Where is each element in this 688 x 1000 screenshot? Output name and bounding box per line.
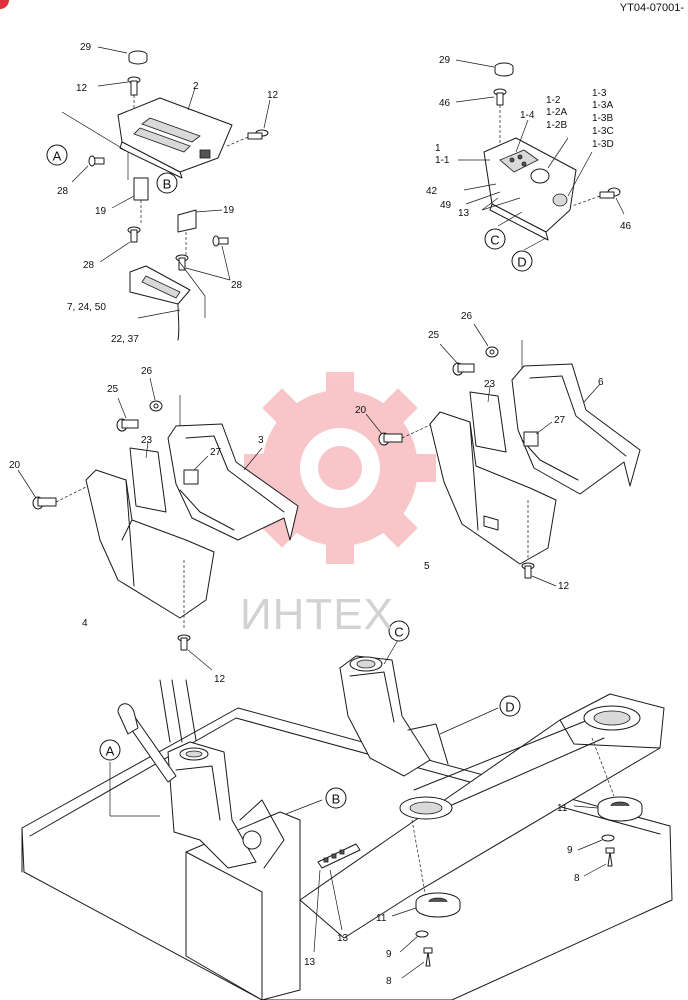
floor-frame-assembly: [21, 639, 673, 1000]
part-label: 1-3C: [592, 126, 614, 137]
svg-text:A: A: [53, 149, 62, 164]
part-label: 8: [574, 873, 580, 884]
part-label: 1-4: [520, 110, 535, 121]
part-label: 49: [440, 200, 452, 211]
svg-text:D: D: [517, 255, 526, 270]
svg-text:C: C: [394, 625, 403, 640]
svg-text:B: B: [163, 177, 172, 192]
part-label: 26: [141, 366, 153, 377]
part-label: 27: [210, 447, 222, 458]
part-label: 19: [223, 205, 235, 216]
svg-text:A: A: [106, 744, 115, 759]
watermark-text: ИНТЕХ: [240, 590, 394, 639]
ref-marker-b-top: B: [156, 172, 178, 194]
part-label: 1-3D: [592, 139, 614, 150]
part-label: 6: [598, 377, 604, 388]
part-label: 28: [231, 280, 243, 291]
part-label: 22, 37: [111, 334, 139, 345]
part-label: 1-2B: [546, 120, 567, 131]
part-label: 23: [141, 435, 153, 446]
part-label: 1-2A: [546, 107, 567, 118]
part-label: 20: [9, 460, 21, 471]
part-label: 1-1: [435, 155, 450, 166]
part-label: 12: [558, 581, 570, 592]
part-label: 46: [620, 221, 632, 232]
ref-marker-c-bottom: C: [388, 620, 410, 642]
part-label: 12: [214, 674, 226, 685]
part-label: 12: [267, 90, 279, 101]
part-label: 26: [461, 311, 473, 322]
svg-text:D: D: [505, 700, 514, 715]
part-label: 5: [424, 561, 430, 572]
part-label: 8: [386, 976, 392, 987]
part-label: 9: [386, 949, 392, 960]
part-label: 4: [82, 618, 88, 629]
part-label: 13: [304, 957, 316, 968]
part-label: 25: [428, 330, 440, 341]
part-label: 7, 24, 50: [67, 302, 106, 313]
part-label: 28: [57, 186, 69, 197]
part-label: 11: [376, 913, 387, 924]
part-label: 25: [107, 384, 119, 395]
svg-text:C: C: [490, 233, 499, 248]
part-label: 1-3B: [592, 113, 613, 124]
middle-right-cover-assembly: [365, 323, 641, 587]
part-label: 1-3A: [592, 100, 613, 111]
part-number-labels: 29 12 2 12 28 19 19 28 28 7, 24, 50 22, …: [9, 42, 632, 987]
upper-left-cover-assembly: [61, 46, 271, 341]
part-label: 11: [557, 803, 568, 814]
part-label: 29: [80, 42, 92, 53]
watermark-gear-icon: [244, 372, 436, 564]
part-label: 23: [484, 379, 496, 390]
ref-marker-d-top: D: [511, 250, 533, 272]
ref-marker-d-bottom: D: [499, 695, 521, 717]
part-label: 13: [337, 933, 349, 944]
svg-text:B: B: [332, 792, 341, 807]
part-label: 29: [439, 55, 451, 66]
ref-marker-c-top: C: [484, 228, 506, 250]
part-label: 2: [193, 81, 199, 92]
part-label: 1-3: [592, 88, 607, 99]
ref-marker-b-bottom: B: [325, 787, 347, 809]
part-label: 9: [567, 845, 573, 856]
corner-badge-icon: [0, 0, 9, 9]
part-label: 19: [95, 206, 107, 217]
upper-right-cover-assembly: [455, 59, 625, 251]
part-label: 13: [458, 208, 470, 219]
part-label: 27: [554, 415, 566, 426]
middle-left-cover-assembly: [17, 377, 299, 671]
part-label: 28: [83, 260, 95, 271]
part-label: 46: [439, 98, 451, 109]
part-label: 1-2: [546, 95, 561, 106]
part-label: 42: [426, 186, 438, 197]
part-label: 1: [435, 143, 441, 154]
document-code: YT04-07001-: [619, 2, 684, 14]
part-label: 20: [355, 405, 367, 416]
ref-marker-a-top: A: [46, 144, 68, 166]
part-label: 3: [258, 435, 264, 446]
part-label: 12: [76, 83, 88, 94]
ref-marker-a-bottom: A: [99, 739, 121, 761]
